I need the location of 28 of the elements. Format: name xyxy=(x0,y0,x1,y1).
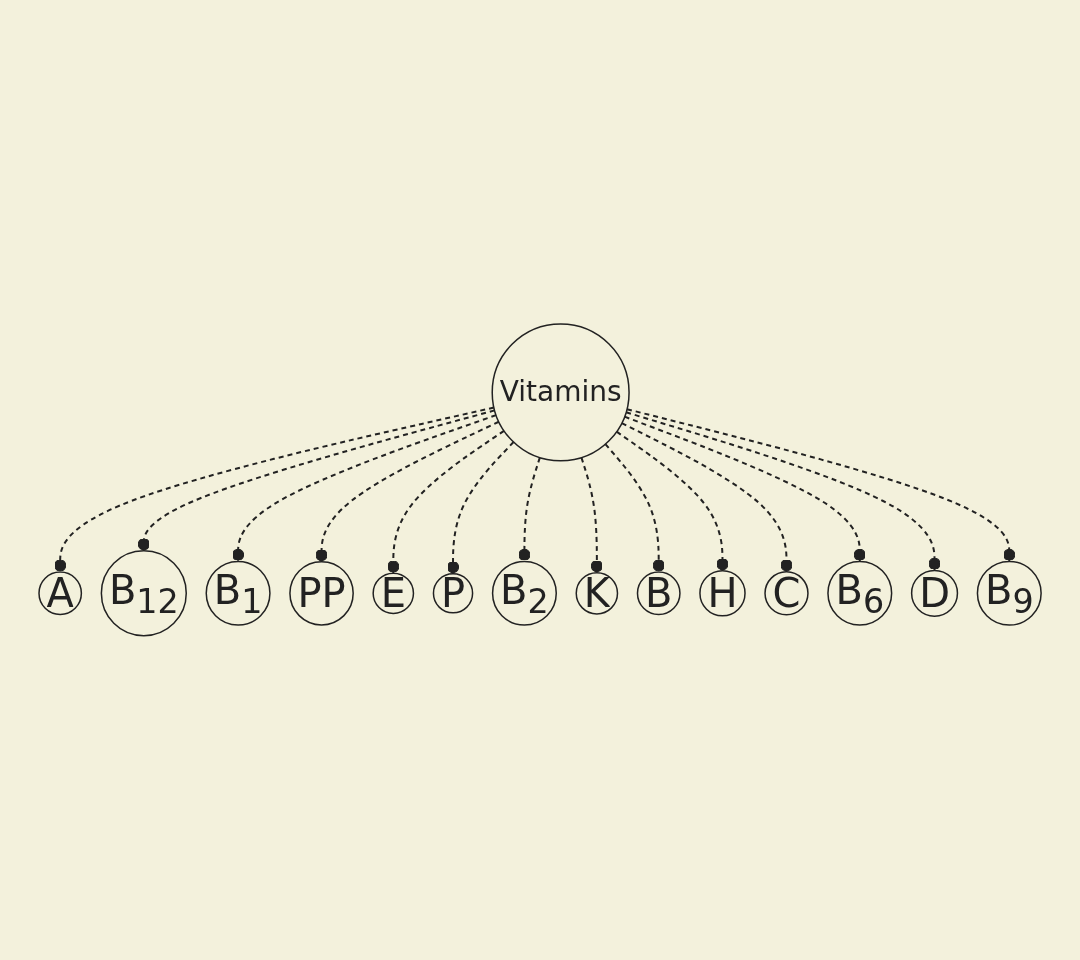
connector xyxy=(137,409,496,552)
node-circle: Vitamins xyxy=(491,323,630,462)
connector xyxy=(580,456,603,574)
connector xyxy=(315,420,500,563)
node-circle: PP xyxy=(289,561,354,626)
node-circle: H xyxy=(699,570,746,617)
connector xyxy=(518,456,541,563)
node-circle: B xyxy=(636,571,681,616)
node-circle: D xyxy=(910,569,959,618)
connector xyxy=(620,422,793,573)
node-circle: B$_{2}$ xyxy=(491,560,557,626)
connector xyxy=(446,441,515,575)
connector xyxy=(387,429,505,575)
node-circle: B$_{9}$ xyxy=(976,560,1042,626)
connector xyxy=(54,406,495,574)
connector xyxy=(604,443,665,574)
connector xyxy=(623,415,866,563)
node-circle: B$_{6}$ xyxy=(827,560,893,626)
connector xyxy=(625,411,941,572)
node-circle: C xyxy=(764,571,809,616)
connector xyxy=(615,430,729,572)
node-circle: B$_{1}$ xyxy=(205,560,271,626)
node-circle: B$_{12}$ xyxy=(100,550,187,637)
node-circle: E xyxy=(372,572,415,615)
node-circle: P xyxy=(432,573,474,614)
connector xyxy=(625,408,1016,563)
connector xyxy=(231,414,498,563)
node-circle: A xyxy=(38,571,83,616)
